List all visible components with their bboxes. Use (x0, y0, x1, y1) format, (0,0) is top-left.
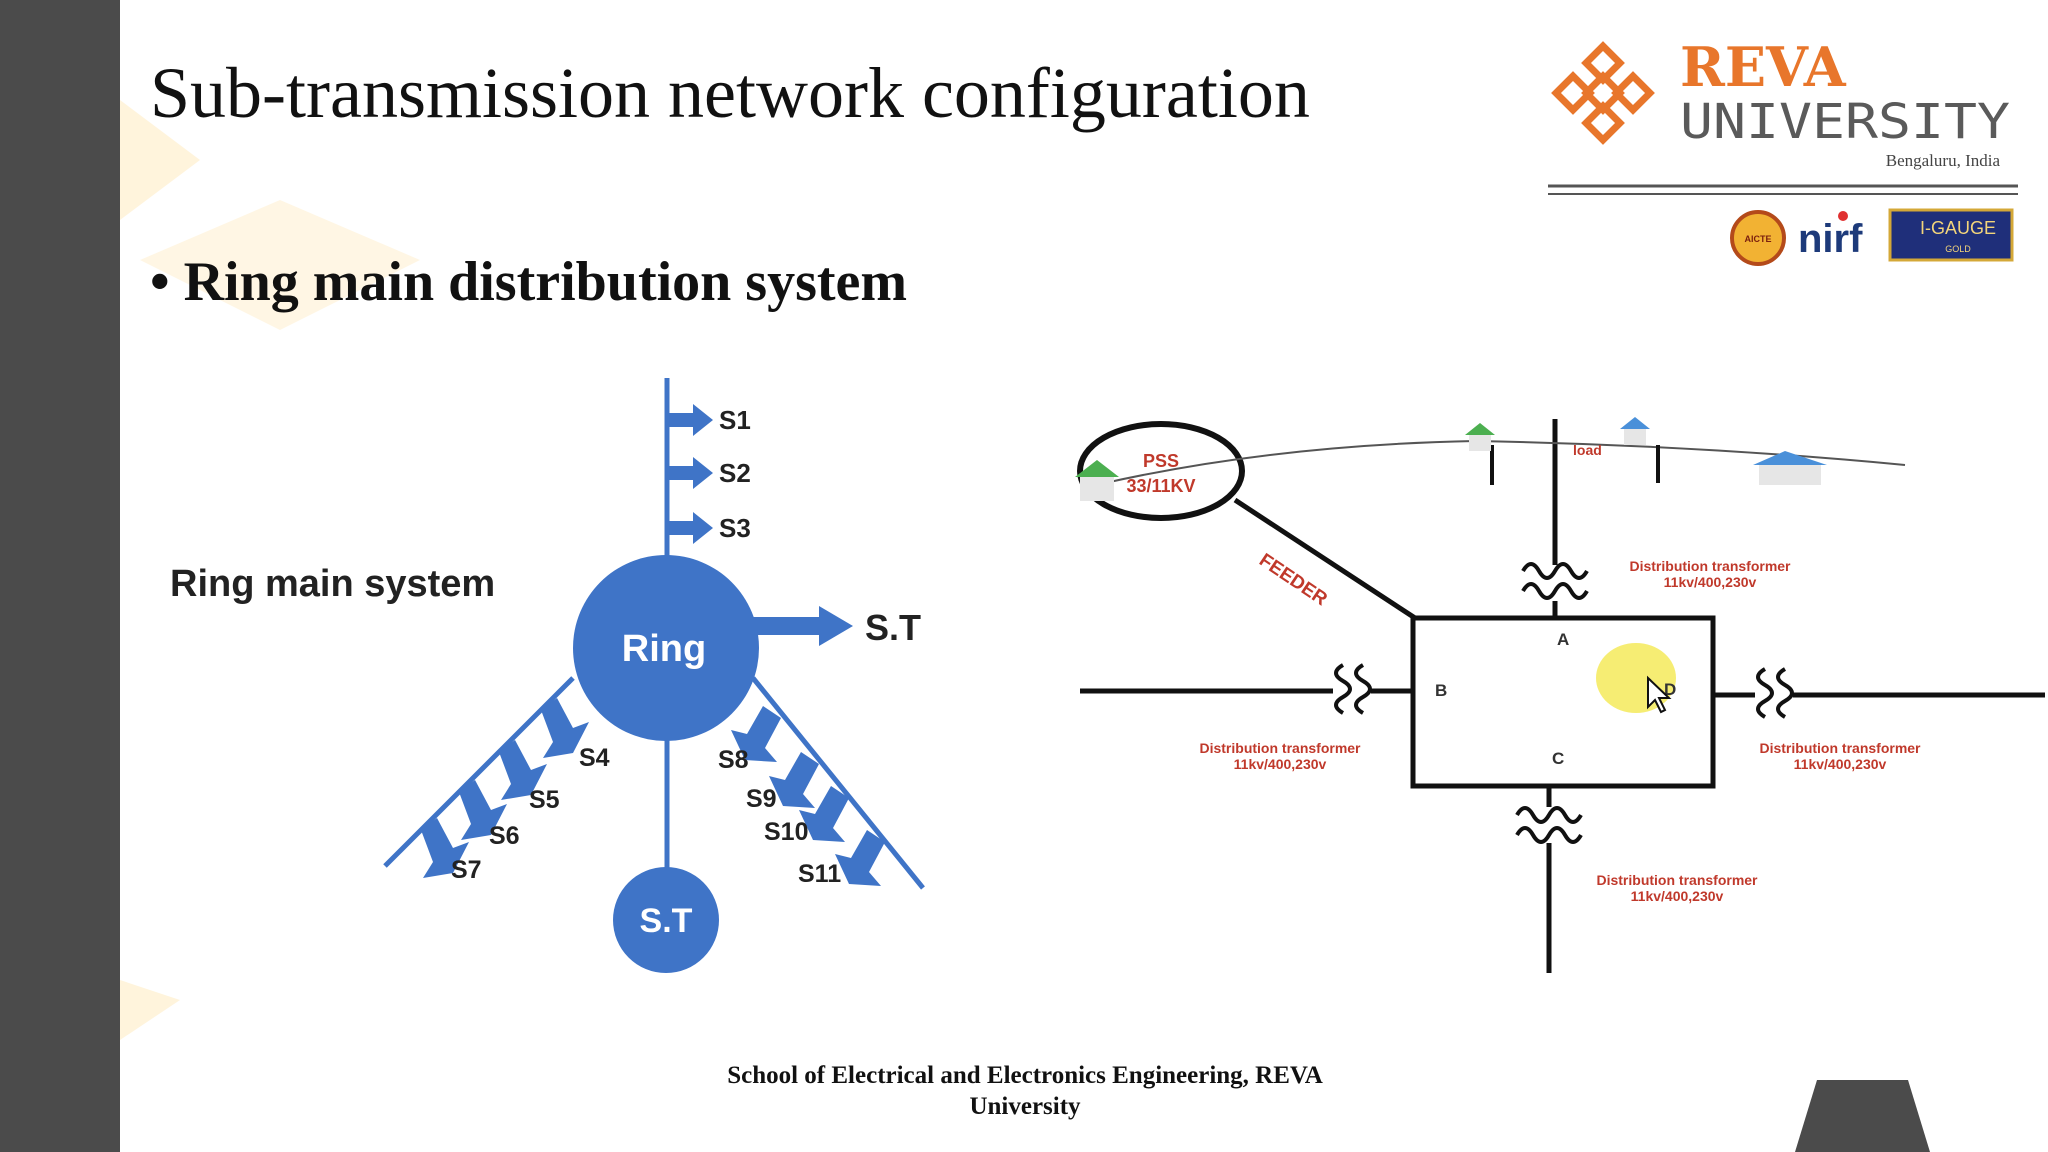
feeder-label-s10: S10 (764, 818, 808, 846)
left-feeder-s4: S4 (541, 698, 610, 772)
slide-footer: School of Electrical and Electronics Eng… (700, 1060, 1350, 1122)
nirf-badge: nirf (1798, 217, 1863, 261)
feeder-label-s2: S2 (719, 458, 751, 488)
right-branch-line (751, 676, 925, 890)
node-d: D (1664, 680, 1676, 699)
ring-hub-label: Ring (622, 628, 706, 670)
footer-line-2: University (969, 1093, 1081, 1120)
top-feeder-s1: S1 (667, 404, 751, 436)
node-a: A (1557, 630, 1569, 649)
corner-decoration (1795, 1080, 1930, 1152)
right-feeder-s10: S10 (764, 786, 849, 846)
pss-node (1077, 421, 1245, 521)
left-feeder-s7: S7 (421, 818, 482, 884)
house-icon-2 (1465, 423, 1495, 451)
load-label: load (1573, 442, 1602, 458)
house-icon-4 (1753, 451, 1827, 485)
aicte-badge-text: AICTE (1745, 234, 1772, 244)
house-icon-3 (1620, 417, 1650, 445)
background-decoration (120, 100, 420, 1040)
bottom-transformer-label: Distribution transformer (1596, 872, 1758, 888)
ring-main-diagram: Ring main system S1 S2 S3 Ring S.T S4 S5… (133, 358, 973, 978)
aicte-badge-icon: AICTE (1730, 210, 1786, 266)
left-transformer-rating: 11kv/400,230v (1234, 756, 1327, 772)
ring-diagram-caption: Ring main system (170, 563, 495, 605)
top-transformer-label: Distribution transformer (1629, 558, 1791, 574)
university-logo: REVA UNIVERSITY Bengaluru, India AICTE n… (1548, 38, 2018, 266)
top-transformer-icon (1521, 562, 1589, 600)
feeder-label-s1: S1 (719, 405, 751, 435)
left-feeder-s6: S6 (459, 780, 520, 850)
mouse-cursor-icon (1647, 675, 1672, 714)
left-transformer-label: Distribution transformer (1199, 740, 1361, 756)
feeder-label-s7: S7 (451, 856, 482, 884)
footer-line-1: School of Electrical and Electronics Eng… (727, 1062, 1323, 1089)
house-icon-1 (1075, 460, 1119, 501)
right-feeder-s8: S8 (718, 706, 781, 774)
source-st-label: S.T (640, 902, 693, 940)
top-feeder-s2: S2 (667, 457, 751, 489)
feeder-label-s3: S3 (719, 513, 751, 543)
ring-hub (573, 555, 759, 741)
top-transformer-rating: 11kv/400,230v (1664, 574, 1757, 590)
right-transformer-icon (1756, 667, 1794, 719)
top-feeder-s3: S3 (667, 512, 751, 544)
distribution-network-diagram: PSS 33/11KV FEEDER A B C D Distribution … (1075, 405, 2048, 980)
feeder-label-s4: S4 (579, 744, 610, 772)
logo-name-university: UNIVERSITY (1680, 94, 2010, 150)
pss-label-line2: 33/11KV (1126, 476, 1195, 496)
left-feeder-s5: S5 (499, 740, 560, 814)
bottom-transformer-icon (1515, 806, 1583, 844)
left-transformer-icon (1334, 663, 1372, 715)
feeder-line (1233, 497, 1417, 621)
outlet-st-label: S.T (865, 607, 921, 648)
igauge-badge-gold: GOLD (1945, 244, 1971, 254)
left-sidebar-bar (0, 0, 120, 1152)
node-b: B (1435, 681, 1447, 700)
logo-name-reva: REVA (1680, 38, 1847, 99)
feeder-label-s11: S11 (798, 860, 841, 888)
right-transformer-rating: 11kv/400,230v (1794, 756, 1887, 772)
right-transformer-label: Distribution transformer (1759, 740, 1921, 756)
cursor-highlight (1596, 643, 1676, 713)
ring-box (1410, 615, 1716, 789)
bottom-transformer-rating: 11kv/400,230v (1631, 888, 1724, 904)
feeder-label-s8: S8 (718, 746, 749, 774)
right-feeder-s9: S9 (746, 752, 819, 813)
feeder-label-s9: S9 (746, 785, 777, 813)
right-feeder-s11: S11 (798, 830, 885, 888)
reva-emblem-icon (1551, 41, 1655, 145)
node-c: C (1552, 749, 1564, 768)
igauge-badge-icon: I-GAUGE GOLD (1888, 208, 2014, 262)
bullet-heading: • Ring main distribution system (150, 251, 908, 313)
feeder-label-s6: S6 (489, 822, 520, 850)
igauge-badge-text: I-GAUGE (1920, 218, 1996, 238)
left-branch-line (383, 676, 575, 868)
pss-label-line1: PSS (1143, 451, 1179, 471)
feeder-label-s5: S5 (529, 786, 560, 814)
logo-location: Bengaluru, India (1886, 151, 2001, 170)
slide-title: Sub-transmission network configuration (150, 53, 1310, 133)
source-st-node (613, 867, 719, 973)
